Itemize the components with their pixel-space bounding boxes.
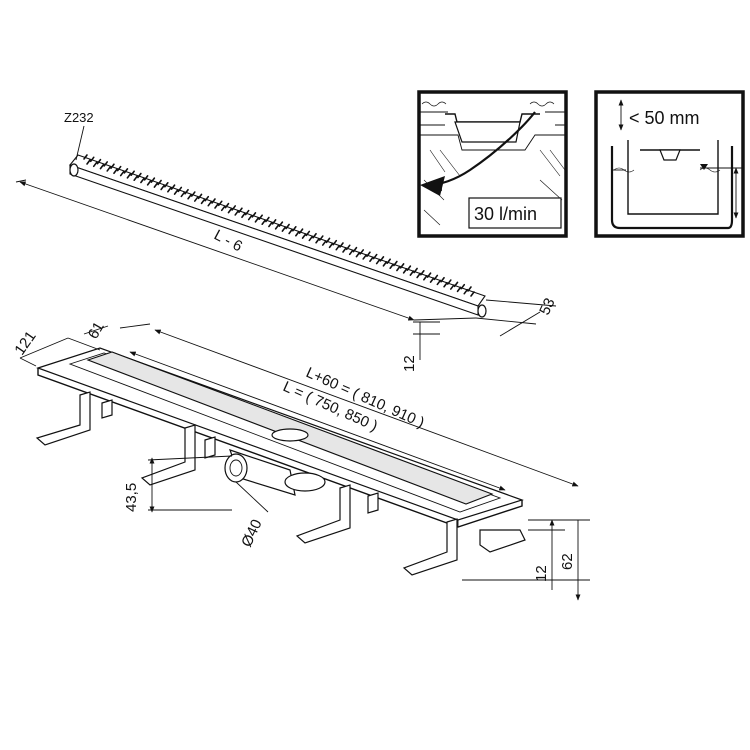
grate-slot xyxy=(433,274,439,281)
grate-end-right xyxy=(477,304,487,318)
grate-slot xyxy=(440,276,445,283)
grate-slot xyxy=(99,163,105,170)
grate-slot xyxy=(113,168,118,175)
grate-slot xyxy=(413,267,418,274)
flow-rate-label: 30 l/min xyxy=(474,204,537,224)
outlet-diameter-label: Ø40 xyxy=(238,517,265,550)
water-seal-label: < 50 mm xyxy=(629,108,700,128)
grate-slot xyxy=(423,274,428,281)
grate-slot xyxy=(456,286,462,293)
outlet-cap xyxy=(284,472,326,492)
grate-slot xyxy=(92,161,98,168)
grate-slot xyxy=(130,170,135,177)
grate-length-dimline xyxy=(19,181,415,321)
part-code-label: Z232 xyxy=(64,110,94,125)
grate-slot xyxy=(420,269,425,276)
grate-slot xyxy=(467,286,472,292)
grate-end-left xyxy=(69,163,79,177)
grate-slot xyxy=(83,154,88,160)
grate-slot xyxy=(426,272,432,278)
grate-slot xyxy=(460,283,466,290)
grate-slot xyxy=(449,284,455,290)
flow-detail-panel: 30 l/min xyxy=(417,90,568,238)
grate-side xyxy=(69,164,479,316)
grate-slot xyxy=(436,279,442,286)
grate-slot xyxy=(123,168,129,174)
grate-slot xyxy=(429,277,435,283)
grate-slot xyxy=(443,281,448,288)
outlet-height-label: 43,5 xyxy=(123,483,140,512)
grate-slot xyxy=(103,161,109,167)
body-length-dimline xyxy=(129,351,506,491)
frame-width-label: 61 xyxy=(85,319,108,342)
grate-slot xyxy=(133,175,138,182)
grate-slot xyxy=(110,163,115,170)
grate-group: Z232 L - 6 53 12 xyxy=(15,110,559,372)
grate-height-label: 12 xyxy=(401,355,418,372)
grate-slot xyxy=(463,288,469,295)
grate-slot xyxy=(126,173,132,179)
grate-slot xyxy=(137,172,142,179)
grate-slot xyxy=(470,291,475,297)
grate-slot xyxy=(86,159,91,165)
total-height-label: 62 xyxy=(559,553,576,570)
grate-slot xyxy=(150,177,156,183)
water-seal-panel: < 50 mm xyxy=(594,90,745,238)
channel-width-label: 121 xyxy=(11,328,39,358)
grate-slot xyxy=(416,272,421,279)
grate-width-label: 53 xyxy=(536,295,558,317)
channel-group: 121 61 L+60 = ( 810, 910 ) L = ( 750, 85… xyxy=(11,319,590,601)
grate-slot xyxy=(116,165,122,172)
grate-slot xyxy=(453,281,459,288)
grate-slot xyxy=(96,158,102,165)
edge-height-label: 12 xyxy=(533,565,550,582)
grate-slot xyxy=(89,156,95,163)
grate-slot xyxy=(119,170,125,177)
grate-slot xyxy=(446,279,452,285)
grate-slot xyxy=(143,175,149,181)
grate-slot xyxy=(106,166,112,172)
